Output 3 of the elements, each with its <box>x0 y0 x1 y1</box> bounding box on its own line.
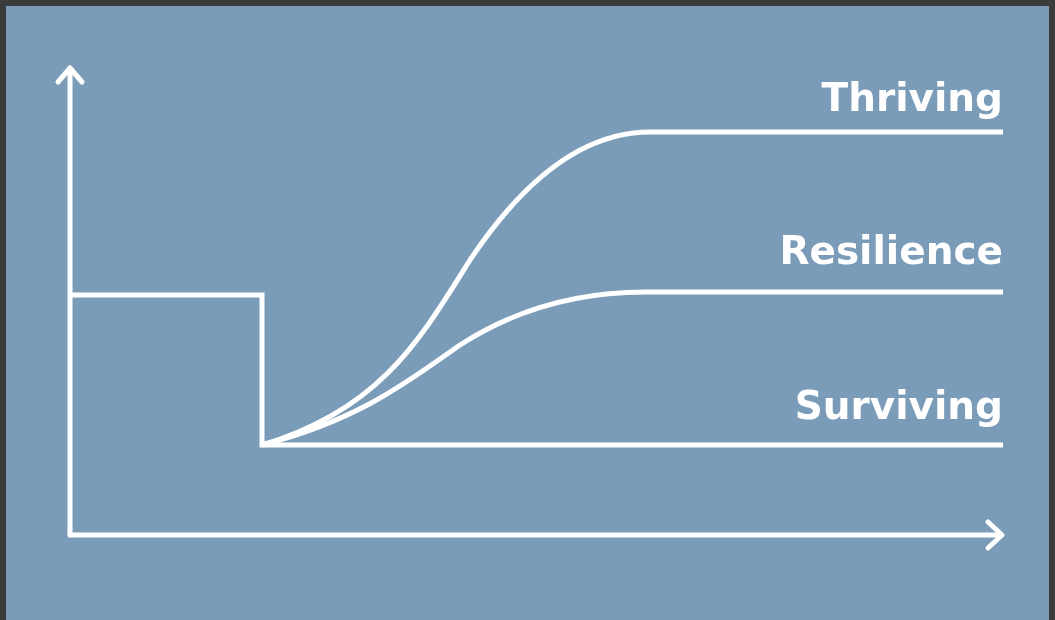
curve-label: Surviving <box>794 383 1003 429</box>
curve-label: Thriving <box>821 75 1003 121</box>
curve-label: Resilience <box>779 228 1003 274</box>
